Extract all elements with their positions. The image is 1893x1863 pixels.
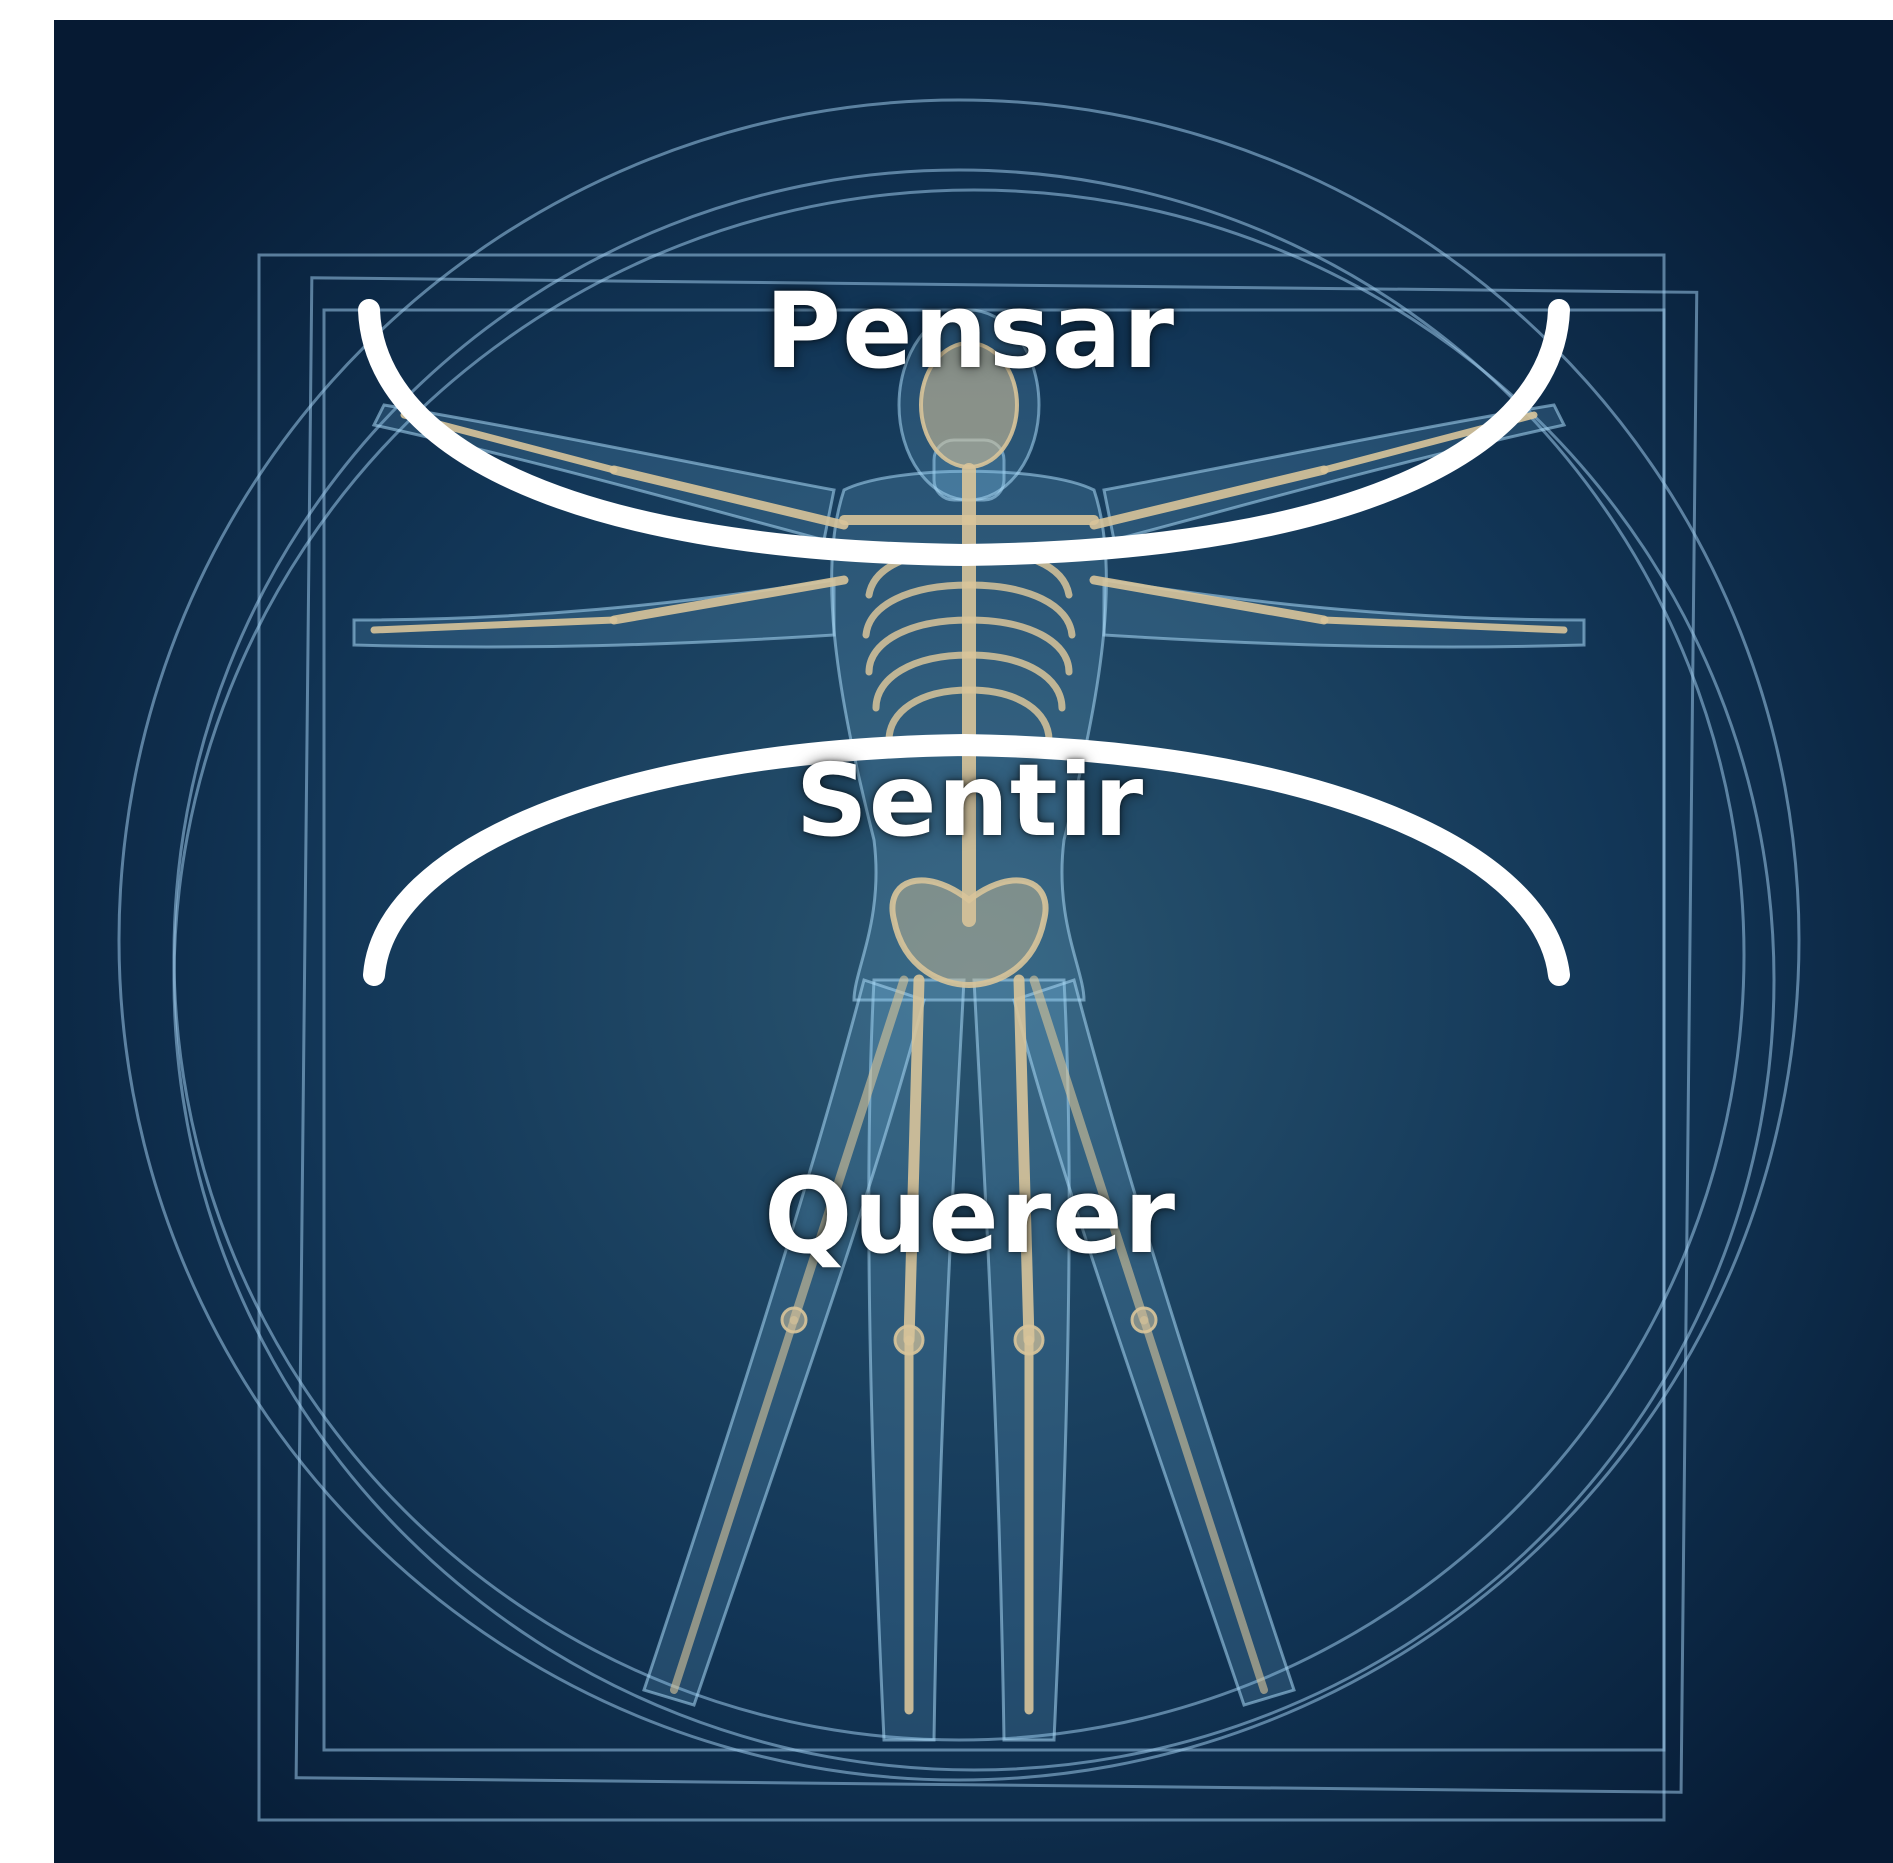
vitruvian-figure: Pensar Sentir Querer <box>54 20 1893 1863</box>
label-sentir: Sentir <box>796 742 1144 859</box>
label-querer: Querer <box>764 1155 1176 1277</box>
label-pensar: Pensar <box>765 270 1175 392</box>
